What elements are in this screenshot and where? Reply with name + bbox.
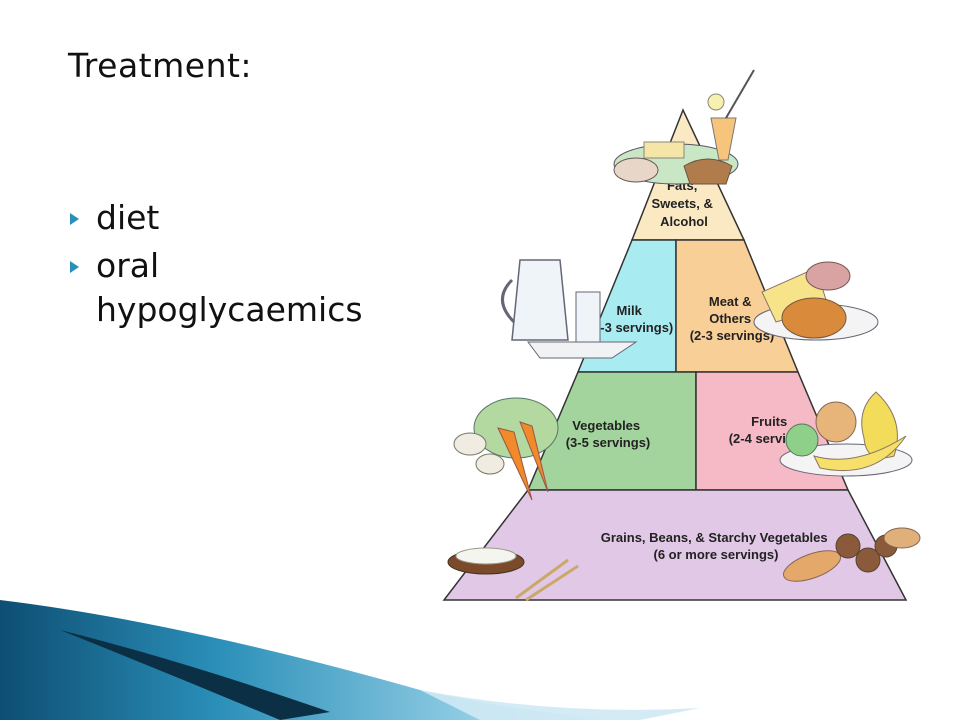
tier-label-fats: Fats, Sweets, & Alcohol: [651, 178, 716, 229]
tier-label-meat: Meat & Others (2-3 servings): [690, 294, 775, 343]
fruits-illustration: [779, 391, 913, 477]
grains-illustration: [447, 527, 921, 602]
dessert-drink-illustration: [613, 69, 755, 185]
bullet-arrow-icon: [70, 261, 79, 273]
bullet-arrow-icon: [70, 213, 79, 225]
meat-cheese-illustration: [753, 261, 879, 341]
bullet-item-oral-hypoglycaemics: oral hypoglycaemics: [68, 244, 428, 332]
food-pyramid-image: Fats, Sweets, & Alcohol Milk (2-3 servin…: [442, 69, 921, 602]
milk-pitcher-illustration: [501, 259, 638, 359]
bullet-text: diet: [96, 198, 160, 237]
tier-label-milk: Milk (2-3 servings): [589, 303, 674, 335]
bullet-list: diet oral hypoglycaemics: [68, 196, 428, 336]
bullet-item-diet: diet: [68, 196, 428, 240]
bullet-text: oral hypoglycaemics: [96, 246, 363, 329]
slide-title: Treatment:: [68, 46, 253, 85]
tier-label-vegetables: Vegetables (3-5 servings): [566, 418, 651, 450]
tier-label-grains: Grains, Beans, & Starchy Vegetables (6 o…: [601, 530, 832, 562]
vegetables-illustration: [453, 397, 559, 501]
